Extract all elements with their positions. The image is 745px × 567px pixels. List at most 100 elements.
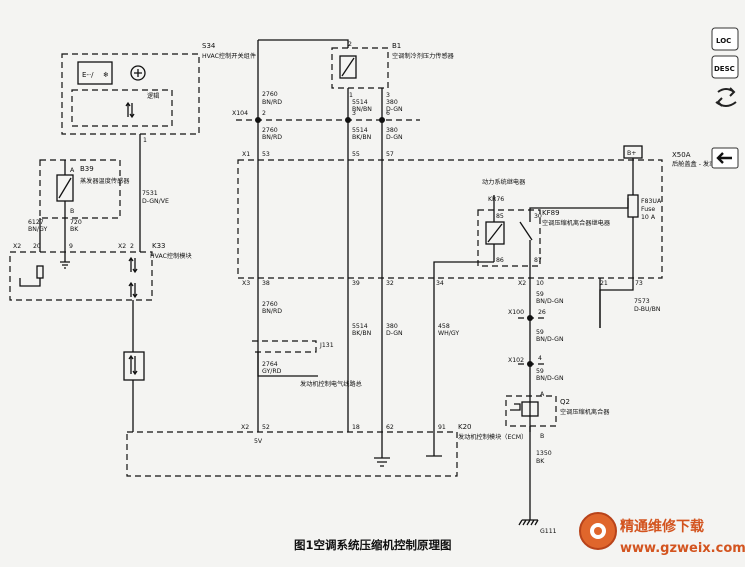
svg-text:BN/D-GN: BN/D-GN <box>536 375 564 382</box>
svg-text:85: 85 <box>496 213 504 220</box>
svg-text:LOC: LOC <box>716 37 731 45</box>
svg-text:www.gzweix.com: www.gzweix.com <box>620 541 745 556</box>
svg-text:BN/GY: BN/GY <box>28 226 47 233</box>
svg-text:53: 53 <box>262 151 270 158</box>
svg-text:2: 2 <box>262 110 266 117</box>
svg-text:720: 720 <box>70 219 82 226</box>
svg-text:BK: BK <box>536 458 545 465</box>
svg-text:发动机控制模块（ECM）: 发动机控制模块（ECM） <box>458 433 527 441</box>
svg-text:5V: 5V <box>254 438 263 445</box>
watermark: 精通维修下载 www.gzweix.com <box>579 512 745 556</box>
svg-text:WH/GY: WH/GY <box>438 330 459 337</box>
svg-text:BK/BN: BK/BN <box>352 330 372 337</box>
svg-text:87: 87 <box>534 257 542 264</box>
svg-text:GY/RD: GY/RD <box>262 368 282 375</box>
svg-text:D-GN: D-GN <box>386 330 403 337</box>
svg-text:57: 57 <box>386 151 394 158</box>
s34-logic-label: 逻辑 <box>147 92 159 100</box>
svg-text:A: A <box>70 167 75 174</box>
x100-x102: X100 26 X102 4 <box>508 309 548 367</box>
svg-text:E-·/: E-·/ <box>82 71 94 79</box>
svg-text:9: 9 <box>69 243 73 250</box>
svg-text:458: 458 <box>438 323 450 330</box>
k33-hvac-module: X2 20 9 X2 2 K33 HVAC控制模块 <box>9 242 192 301</box>
svg-text:F83UA: F83UA <box>641 198 662 205</box>
svg-text:BN/D-GN: BN/D-GN <box>536 298 564 305</box>
b39-sensor: B39 蒸发器温度传感器 A B 6127 BN/GY 720 BK <box>28 159 130 269</box>
svg-text:20: 20 <box>33 243 41 250</box>
svg-text:蒸发器温度传感器: 蒸发器温度传感器 <box>80 177 130 185</box>
svg-text:2: 2 <box>130 243 134 250</box>
svg-text:Q2: Q2 <box>560 398 570 406</box>
s34-id: S34 <box>202 42 216 50</box>
svg-text:B+: B+ <box>627 150 636 157</box>
svg-text:X100: X100 <box>508 309 524 316</box>
svg-text:5514: 5514 <box>352 99 368 106</box>
svg-text:7573: 7573 <box>634 298 650 305</box>
svg-text:BN/BN: BN/BN <box>352 106 372 113</box>
svg-text:D-GN/VE: D-GN/VE <box>142 198 169 205</box>
svg-text:发动机控制电气线路总: 发动机控制电气线路总 <box>300 380 362 388</box>
svg-text:59: 59 <box>536 329 544 336</box>
svg-text:BN/RD: BN/RD <box>262 134 282 141</box>
path-nav-icon[interactable] <box>715 87 737 107</box>
svg-text:D-BU/BN: D-BU/BN <box>634 306 661 313</box>
svg-text:30: 30 <box>534 213 542 220</box>
svg-text:空调压缩机离合器: 空调压缩机离合器 <box>560 408 610 416</box>
svg-text:K20: K20 <box>458 423 472 431</box>
svg-text:J131: J131 <box>319 342 334 349</box>
svg-text:86: 86 <box>496 257 504 264</box>
svg-text:2760: 2760 <box>262 127 278 134</box>
q2-compressor-clutch: Q2 空调压缩机离合器 A B 1350 BK <box>505 391 610 520</box>
snowflake-icon: ❄ <box>103 71 109 79</box>
g111-ground-icon: G111 <box>518 519 557 535</box>
svg-text:3: 3 <box>386 92 390 99</box>
svg-text:A: A <box>540 391 545 398</box>
svg-text:B: B <box>70 208 74 215</box>
svg-text:HVAC控制模块: HVAC控制模块 <box>150 252 192 260</box>
svg-text:6: 6 <box>386 110 390 117</box>
svg-text:BN/RD: BN/RD <box>262 308 282 315</box>
k20-ecm: X2 52 5V 18 62 91 K20 发动机控制模块（ECM） <box>126 423 527 477</box>
svg-text:后舱盖盒 - 发动机罩下: 后舱盖盒 - 发动机罩下 <box>672 160 734 168</box>
svg-text:73: 73 <box>635 280 643 287</box>
desc-button[interactable]: DESC <box>711 55 739 79</box>
svg-text:BK/BN: BK/BN <box>352 134 372 141</box>
svg-text:5514: 5514 <box>352 127 368 134</box>
svg-text:59: 59 <box>536 291 544 298</box>
ac-indicator-icon <box>130 65 146 81</box>
loc-button[interactable]: LOC <box>711 27 739 51</box>
svg-text:2760: 2760 <box>262 301 278 308</box>
svg-text:380: 380 <box>386 323 398 330</box>
svg-text:KR76: KR76 <box>488 196 504 203</box>
svg-text:X50A: X50A <box>672 151 691 159</box>
svg-text:7531: 7531 <box>142 190 158 197</box>
svg-text:X102: X102 <box>508 357 524 364</box>
svg-text:B1: B1 <box>392 42 401 50</box>
svg-text:X3: X3 <box>242 280 250 287</box>
svg-text:BN/D-GN: BN/D-GN <box>536 336 564 343</box>
svg-text:380: 380 <box>386 127 398 134</box>
x50a-fuse-box: X1 53 55 57 X50A 后舱盖盒 - 发动机罩下 B+ X3 38 3… <box>237 145 734 287</box>
svg-text:2764: 2764 <box>262 361 278 368</box>
svg-text:动力系统继电器: 动力系统继电器 <box>482 178 526 186</box>
svg-text:Fuse: Fuse <box>641 206 655 213</box>
svg-text:G111: G111 <box>540 528 557 535</box>
svg-text:91: 91 <box>438 424 446 431</box>
svg-text:X2: X2 <box>518 280 526 287</box>
svg-text:6127: 6127 <box>28 219 44 226</box>
s34-k33-wire: 1 7531 D-GN/VE <box>139 134 169 252</box>
svg-text:26: 26 <box>538 309 546 316</box>
svg-text:4: 4 <box>538 355 542 362</box>
svg-text:3: 3 <box>352 110 356 117</box>
svg-text:X1: X1 <box>242 151 250 158</box>
svg-text:BK: BK <box>70 226 79 233</box>
back-arrow-button[interactable] <box>711 147 739 169</box>
svg-text:X2: X2 <box>241 424 249 431</box>
svg-text:5514: 5514 <box>352 323 368 330</box>
f83ua-fuse: F83UA Fuse 10 A <box>599 158 662 328</box>
svg-text:X104: X104 <box>232 110 248 117</box>
svg-text:59: 59 <box>536 368 544 375</box>
svg-text:2: 2 <box>348 41 352 48</box>
